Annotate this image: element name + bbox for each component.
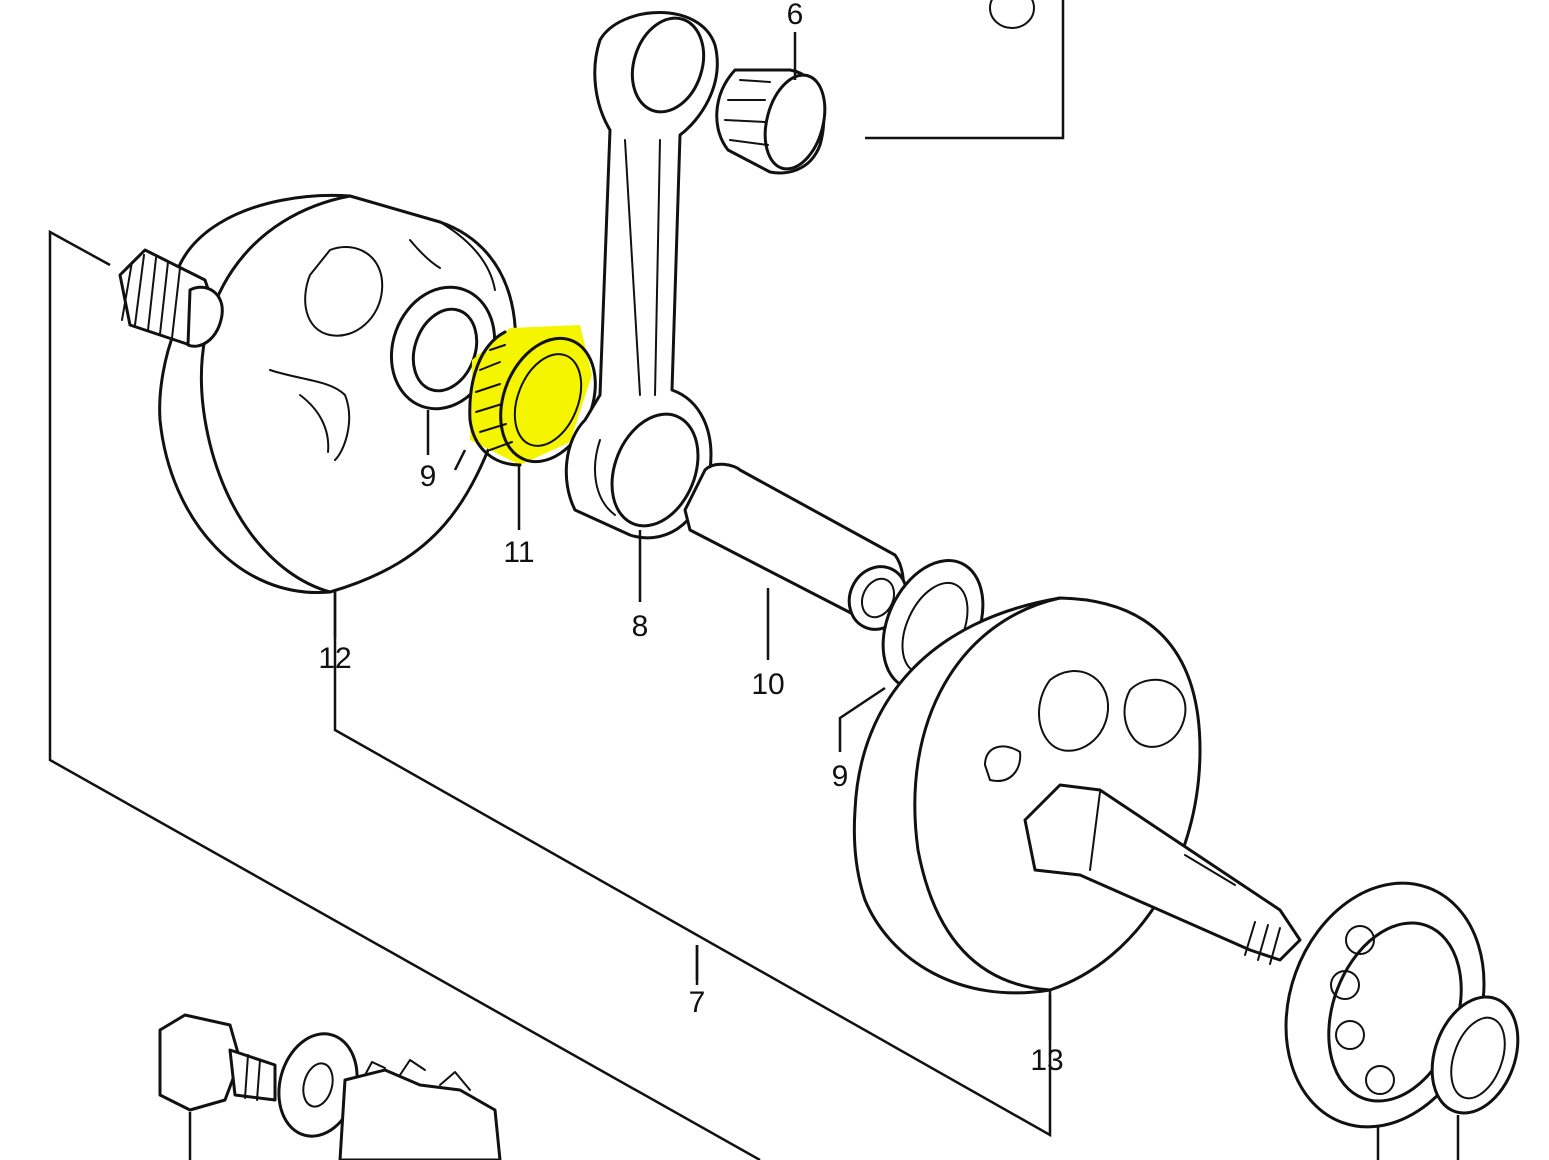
connecting-rod [564,11,719,540]
circlip-top [989,0,1035,29]
callout-leaders [333,32,1052,1040]
callout-11: 11 [503,536,534,569]
assembly-bracket-leaders [48,0,1065,1160]
callout-12: 12 [318,642,351,675]
right-tapered-shaft [1023,783,1302,965]
callout-7: 7 [689,986,706,1019]
needle-bearing-highlighted [468,325,597,467]
callout-9-right: 9 [832,760,849,793]
callout-9-left: 9 [420,460,437,493]
right-crank-flywheel [852,596,1202,995]
callout-6: 6 [787,0,804,31]
small-end-needle-bearing [715,68,827,175]
callout-13: 13 [1030,1044,1063,1077]
crank-pin [683,462,909,631]
callout-8: 8 [632,610,649,643]
thrust-washer-left [389,285,497,411]
bearing-highlight-fill [470,325,592,465]
left-splined-shaft [118,248,224,348]
oil-seal [1430,995,1520,1115]
bolt-washer-gear [158,1013,1460,1160]
callout-10: 10 [751,668,784,701]
